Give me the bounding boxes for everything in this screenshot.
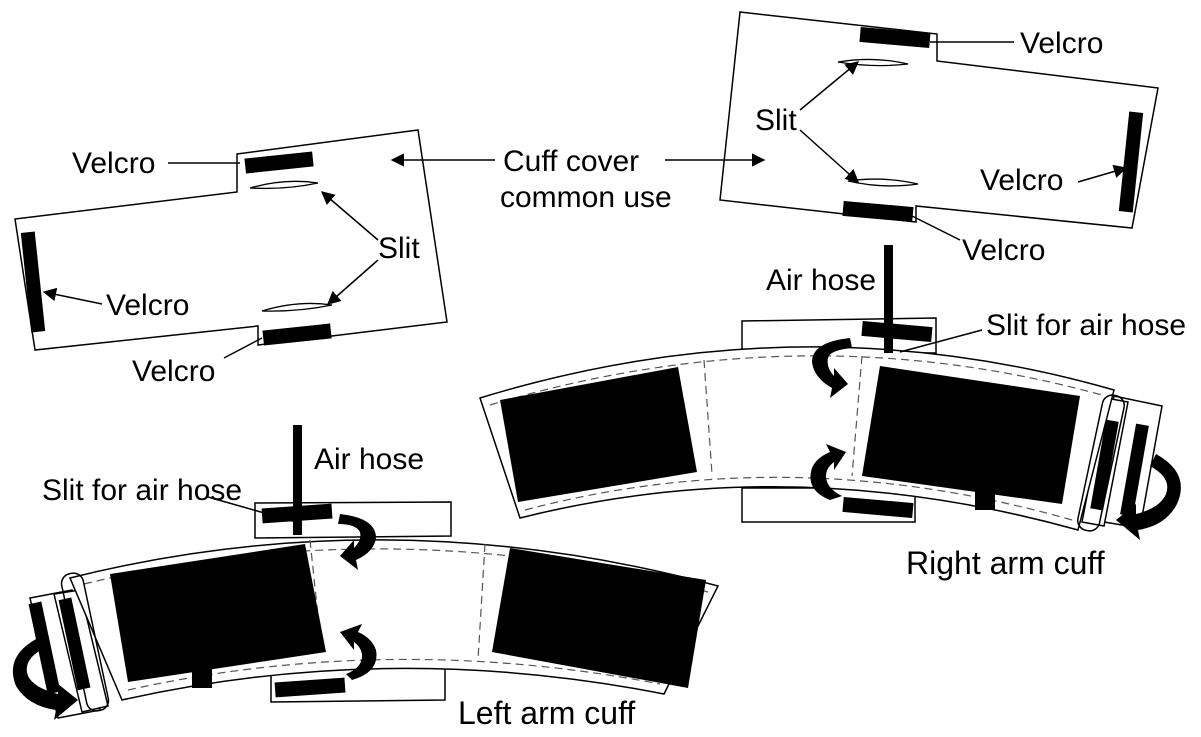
left-cover-bottom-slit xyxy=(261,302,333,312)
left-cuff-bladder-right xyxy=(492,548,706,688)
left-arm-cuff-label: Left arm cuff xyxy=(458,695,635,731)
right-cuff-upper-velcro xyxy=(861,320,933,343)
velcro-label-left-end: Velcro xyxy=(106,289,189,322)
slit-label-right: Slit xyxy=(755,104,797,137)
right-cover-bottom-slit xyxy=(847,178,919,187)
air-hose-label-right: Air hose xyxy=(766,264,876,297)
left-cuff-fold-arrow-top xyxy=(338,514,376,570)
right-cuff-air-hose xyxy=(884,245,893,353)
right-cuff-bladder-tab xyxy=(975,488,995,510)
right-cuff-bladder-left xyxy=(500,367,697,502)
velcro-label-right-bottom: Velcro xyxy=(962,234,1045,267)
right-cuff-fold-arrow-top xyxy=(812,338,852,398)
cuff-cover-label-line1: Cuff cover xyxy=(503,145,639,178)
left-cuff-bladder-tab xyxy=(192,668,212,688)
velcro-label-left-top: Velcro xyxy=(72,147,155,180)
velcro-label-right-end: Velcro xyxy=(980,164,1063,197)
left-cuff-fold-arrow-bottom xyxy=(340,624,377,680)
left-cuff-lower-velcro xyxy=(274,677,346,698)
right-cuff-end-velcro-2 xyxy=(1120,423,1149,517)
right-cuff-fold-arrow-bottom xyxy=(810,444,846,500)
right-cuff-cover xyxy=(719,11,1159,229)
velcro-label-left-bottom: Velcro xyxy=(132,355,215,388)
left-cuff-end-velcro-1 xyxy=(28,601,61,695)
velcro-label-right-top: Velcro xyxy=(1020,27,1103,60)
right-cover-bottom-velcro xyxy=(842,200,914,223)
right-cuff-end-velcro-1 xyxy=(1090,419,1119,511)
cuff-cover-label-line2: common use xyxy=(500,181,672,214)
slit-for-air-hose-label-left: Slit for air hose xyxy=(42,474,242,507)
right-cover-top-velcro xyxy=(859,26,931,49)
right-arm-cuff xyxy=(479,245,1181,540)
right-cuff-lower-velcro xyxy=(842,496,914,519)
slit-for-air-hose-label-right: Slit for air hose xyxy=(986,309,1186,342)
left-cuff-bladder-left xyxy=(110,544,326,682)
right-cuff-bladder-right xyxy=(862,366,1080,504)
air-hose-label-left: Air hose xyxy=(314,443,424,476)
left-cuff-air-hose xyxy=(293,425,302,535)
right-cover-end-velcro xyxy=(1118,111,1144,213)
right-cuff-fold-arrow-end xyxy=(1116,454,1181,540)
text-labels: Cuff cover common use Velcro Slit Velcro… xyxy=(42,27,1186,731)
left-arm-cuff xyxy=(12,425,720,720)
right-arm-cuff-label: Right arm cuff xyxy=(906,545,1105,581)
left-cuff-fold-arrow-end xyxy=(12,638,78,720)
left-cover-end-velcro xyxy=(20,231,46,333)
slit-label-left: Slit xyxy=(378,232,420,265)
left-cover-top-slit xyxy=(249,180,319,190)
left-cover-bottom-velcro xyxy=(262,323,332,346)
leader-lines xyxy=(42,41,1128,523)
left-cover-top-velcro xyxy=(244,151,314,174)
